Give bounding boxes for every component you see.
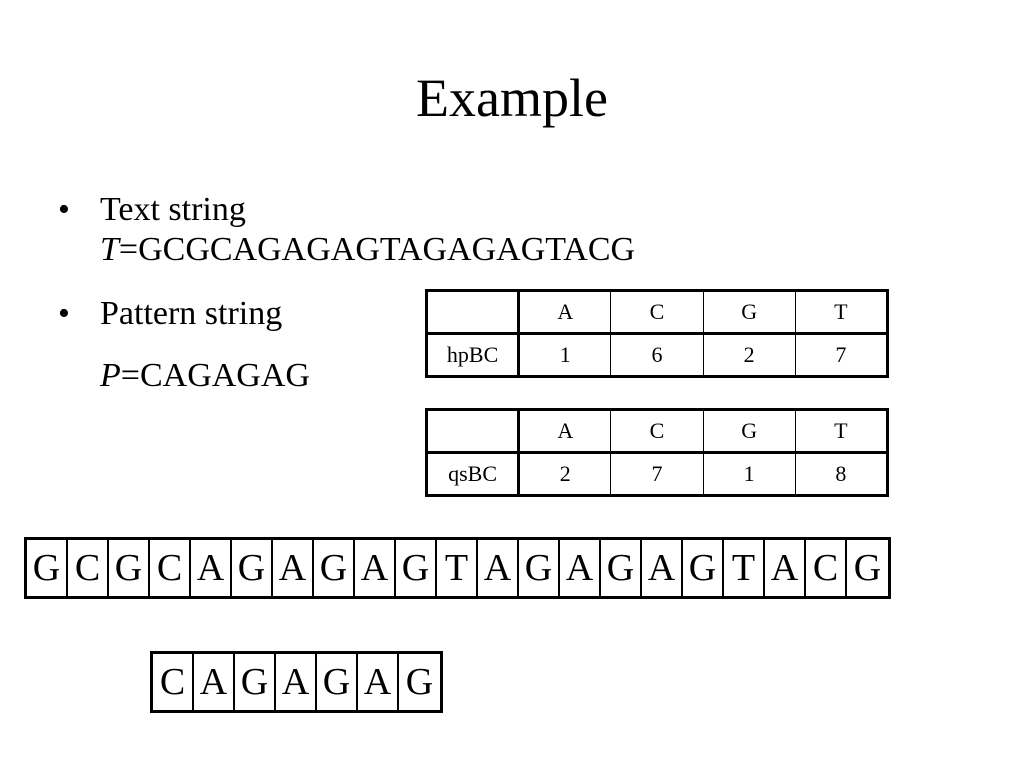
pattern-string-strip: C A G A G A G [150, 651, 443, 713]
pattern-char-cell: A [358, 654, 399, 710]
qsbc-table: A C G T qsBC 2 7 1 8 [425, 408, 889, 497]
qsbc-value-c: 7 [610, 452, 704, 496]
slide-title: Example [416, 68, 608, 128]
qsbc-header-row: A C G T [425, 409, 889, 454]
text-char-cell: G [109, 540, 150, 596]
text-sequence: =GCGCAGAGAGTAGAGAGTACG [118, 231, 636, 268]
hpbc-header-t: T [794, 290, 889, 335]
text-char-cell: A [642, 540, 683, 596]
pattern-string-value: P=CAGAGAG [100, 356, 635, 396]
hpbc-header-g: G [702, 290, 796, 335]
bullet-marker: • [58, 295, 70, 332]
text-char-cell: A [478, 540, 519, 596]
hpbc-header-row: A C G T [425, 290, 889, 335]
text-variable: T [100, 231, 119, 268]
qsbc-value-g: 1 [702, 452, 796, 496]
hpbc-table: A C G T hpBC 1 6 2 7 [425, 289, 889, 378]
text-char-cell: G [27, 540, 68, 596]
text-char-cell: T [437, 540, 478, 596]
pattern-char-cell: A [276, 654, 317, 710]
hpbc-header-c: C [610, 290, 704, 335]
pattern-char-cell: G [317, 654, 358, 710]
hpbc-value-row: hpBC 1 6 2 7 [425, 333, 889, 377]
text-char-cell: G [601, 540, 642, 596]
qsbc-header-g: G [702, 409, 796, 454]
pattern-char-cell: G [405, 661, 434, 703]
hpbc-value-a: 1 [518, 333, 612, 377]
qsbc-row-label: qsBC [425, 452, 521, 496]
text-char-cell: T [724, 540, 765, 596]
qsbc-value-a: 2 [518, 452, 612, 496]
text-char-cell: G [314, 540, 355, 596]
text-string-strip: G C G C A G A G A G T A G A G A G T A C … [24, 537, 891, 599]
hpbc-value-g: 2 [702, 333, 796, 377]
text-char-cell: A [765, 540, 806, 596]
text-char-cell: A [273, 540, 314, 596]
qsbc-header-t: T [794, 409, 889, 454]
pattern-sequence: =CAGAGAG [120, 357, 310, 394]
bullet-marker: • [58, 191, 70, 228]
qsbc-value-row: qsBC 2 7 1 8 [425, 452, 889, 496]
pattern-char-cell: A [194, 654, 235, 710]
bullet-pattern-string: • Pattern string P=CAGAGAG [58, 294, 635, 396]
hpbc-value-t: 7 [794, 333, 889, 377]
hpbc-row-label: hpBC [425, 333, 521, 377]
text-char-cell: G [232, 540, 273, 596]
text-char-cell: A [355, 540, 396, 596]
pattern-string-label: Pattern string [100, 295, 283, 332]
bullet-list: • Text string T=GCGCAGAGAGTAGAGAGTACG • … [58, 190, 635, 396]
pattern-char-cell: C [153, 654, 194, 710]
text-char-cell: G [396, 540, 437, 596]
text-char-cell: C [150, 540, 191, 596]
text-char-cell: G [519, 540, 560, 596]
text-char-cell: C [806, 540, 847, 596]
hpbc-header-a: A [518, 290, 612, 335]
bullet-text-string: • Text string T=GCGCAGAGAGTAGAGAGTACG [58, 190, 635, 270]
pattern-variable: P [100, 357, 121, 394]
text-char-cell: G [853, 547, 882, 589]
text-char-cell: A [560, 540, 601, 596]
qsbc-header-c: C [610, 409, 704, 454]
text-char-cell: C [68, 540, 109, 596]
hpbc-value-c: 6 [610, 333, 704, 377]
text-string-value: T=GCGCAGAGAGTAGAGAGTACG [100, 230, 635, 270]
text-char-cell: A [191, 540, 232, 596]
qsbc-header-a: A [518, 409, 612, 454]
pattern-char-cell: G [235, 654, 276, 710]
text-string-label: Text string [100, 191, 246, 228]
qsbc-value-t: 8 [794, 452, 889, 496]
text-char-cell: G [683, 540, 724, 596]
qsbc-corner-cell [425, 409, 521, 454]
hpbc-corner-cell [425, 290, 521, 335]
